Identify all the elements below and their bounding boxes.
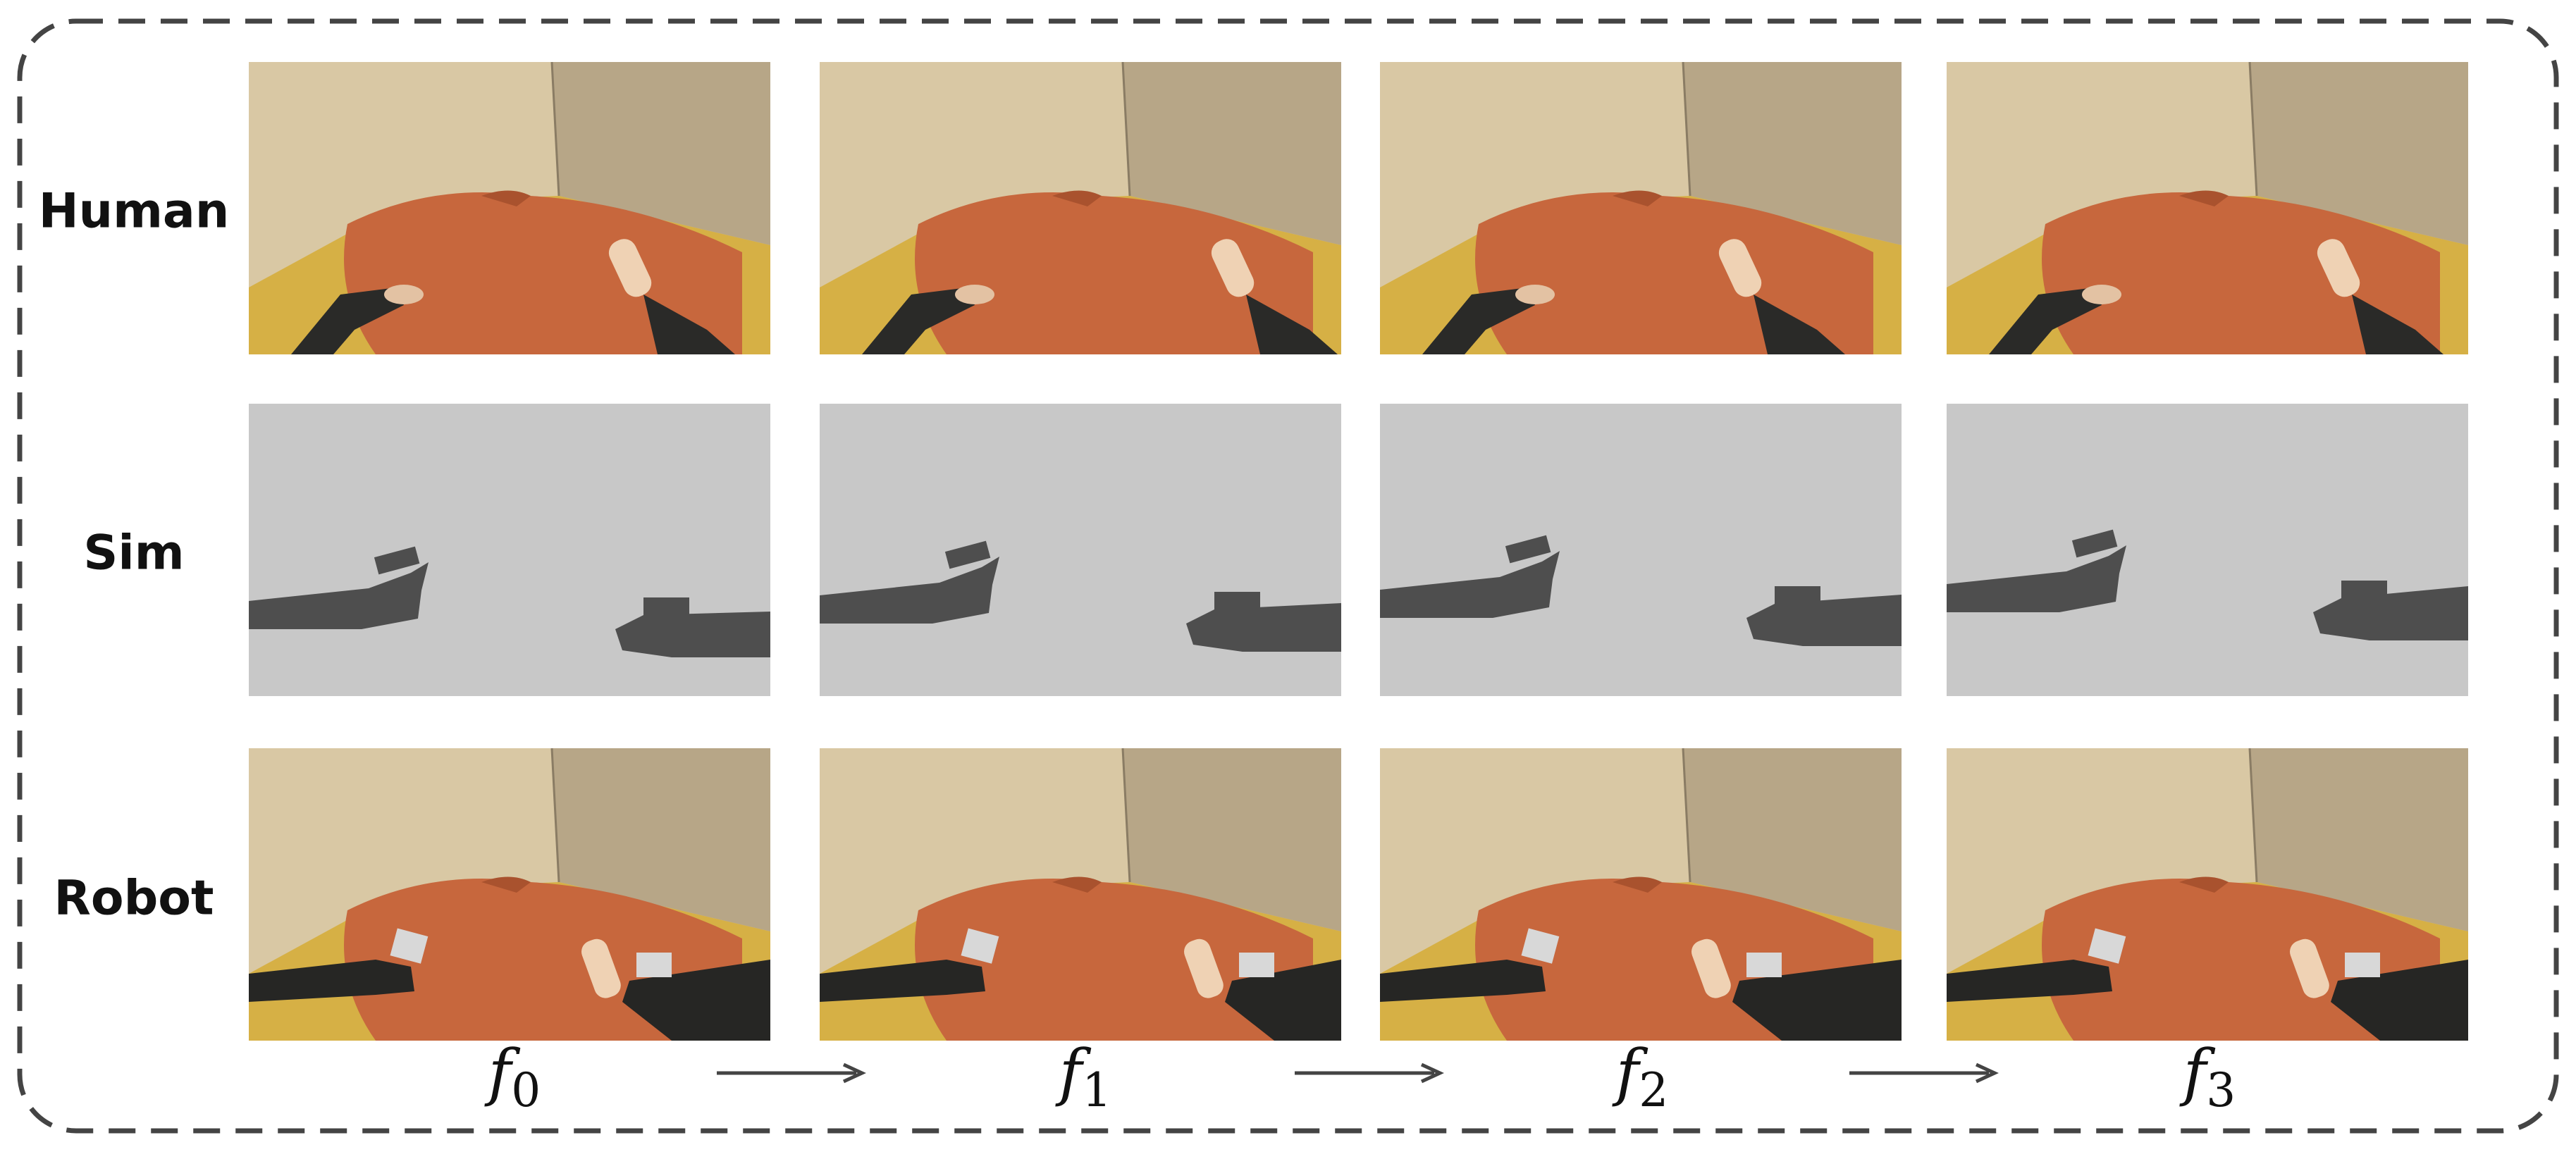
sim-frame-3-image <box>1947 404 2468 696</box>
sim-frame-0-image <box>249 404 770 696</box>
robot-frame-3-image <box>1947 748 2468 1041</box>
human-frame-2-image <box>1380 62 1902 354</box>
arrow-icon <box>1295 1062 1444 1084</box>
frame-label-f1: f1 <box>1059 1036 1112 1117</box>
row-label-human: Human <box>38 183 230 240</box>
arrow-icon <box>1849 1062 1999 1084</box>
row-label-robot: Robot <box>54 870 214 926</box>
row-label-sim: Sim <box>83 525 185 581</box>
robot-frame-1-image <box>820 748 1341 1041</box>
human-frame-1-image <box>820 62 1341 354</box>
robot-frame-0-image <box>249 748 770 1041</box>
arrow-icon <box>717 1062 866 1084</box>
sim-frame-1-image <box>820 404 1341 696</box>
sim-frame-2-image <box>1380 404 1902 696</box>
human-frame-0-image <box>249 62 770 354</box>
human-frame-3-image <box>1947 62 2468 354</box>
frame-label-f2: f2 <box>1615 1036 1669 1117</box>
frame-label-f0: f0 <box>488 1036 541 1117</box>
robot-frame-2-image <box>1380 748 1902 1041</box>
frame-label-f3: f3 <box>2183 1036 2236 1117</box>
